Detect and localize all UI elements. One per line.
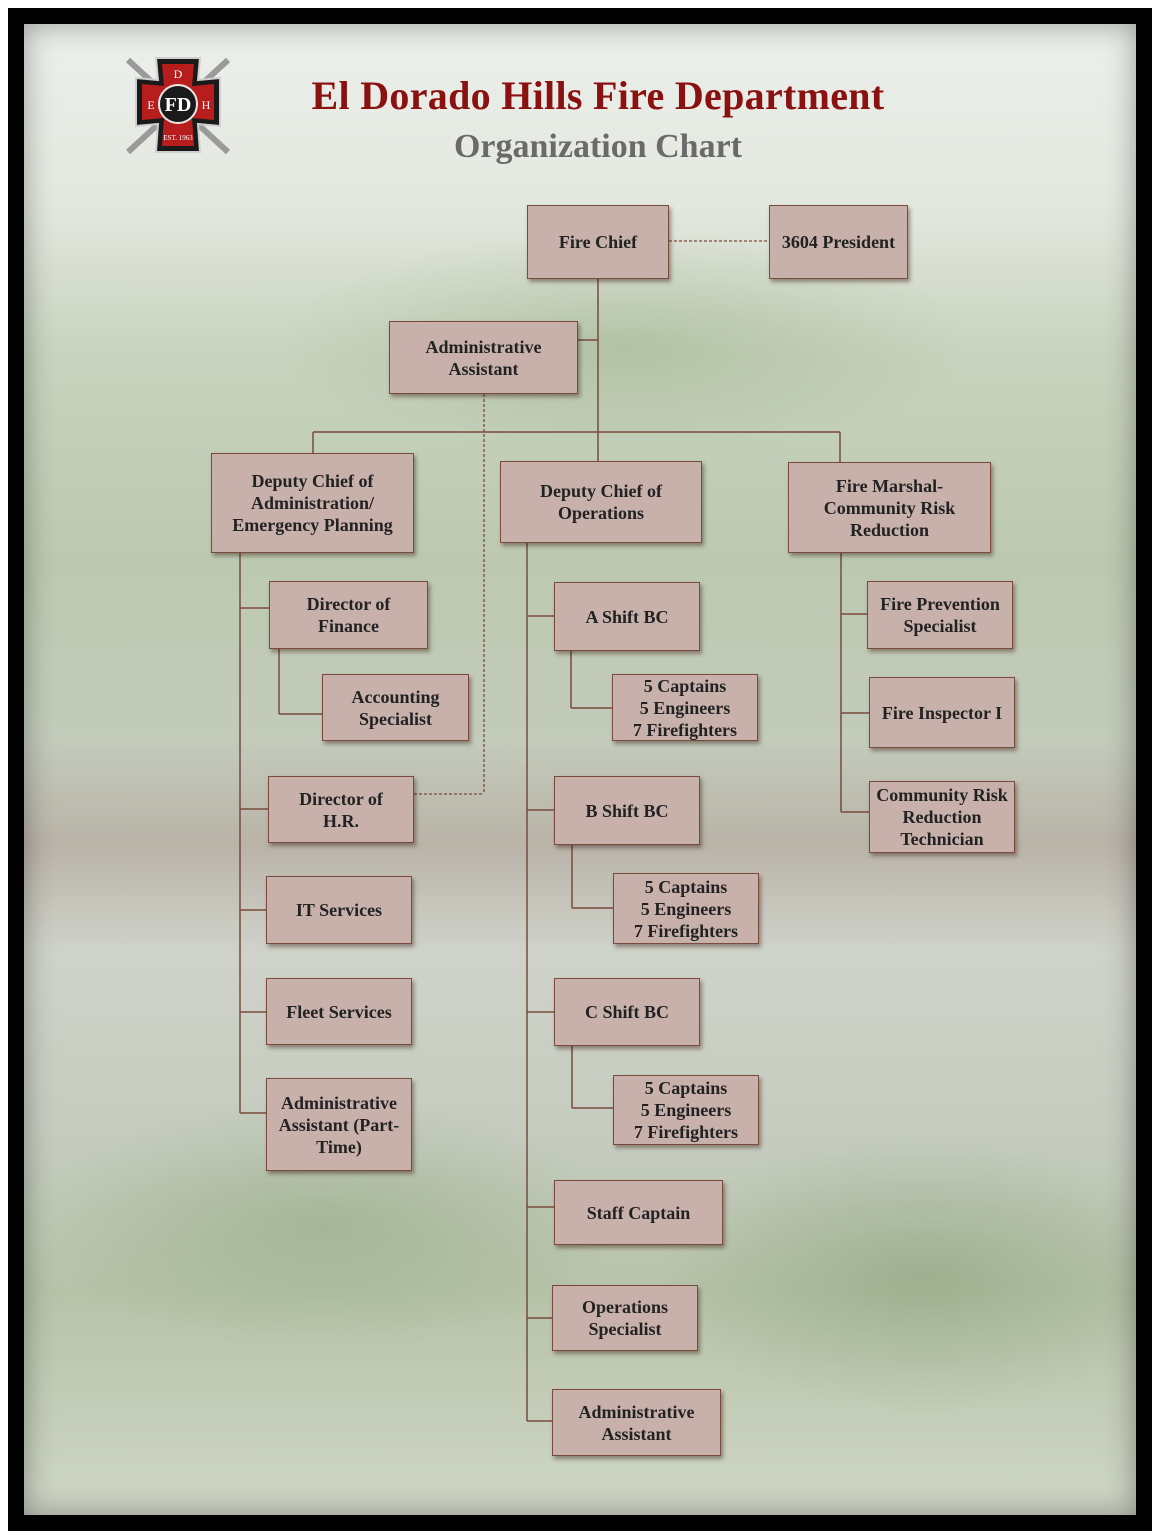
page-title: El Dorado Hills Fire Department: [311, 73, 885, 118]
node-administrative-assistant-part-time: Administrative Assistant (Part- Time): [266, 1078, 412, 1171]
node-deputy-chief-operations: Deputy Chief of Operations: [500, 461, 702, 543]
node-fire-chief: Fire Chief: [527, 205, 669, 279]
fire-department-logo: FD E H D EST. 1963: [118, 52, 238, 160]
node-deputy-chief-administration: Deputy Chief of Administration/ Emergenc…: [211, 453, 414, 553]
node-operations-administrative-assistant: Administrative Assistant: [552, 1389, 721, 1456]
node-operations-specialist: Operations Specialist: [552, 1285, 698, 1351]
node-c-shift-bc: C Shift BC: [554, 978, 700, 1046]
node-fleet-services: Fleet Services: [266, 978, 412, 1045]
logo-left-letter: E: [147, 98, 154, 112]
node-staff-captain: Staff Captain: [554, 1180, 723, 1245]
node-b-shift-crew: 5 Captains 5 Engineers 7 Firefighters: [613, 873, 759, 944]
logo-center-text: FD: [165, 94, 192, 116]
node-fire-prevention-specialist: Fire Prevention Specialist: [867, 581, 1013, 649]
node-b-shift-bc: B Shift BC: [554, 776, 700, 845]
logo-est-text: EST. 1963: [163, 134, 193, 142]
node-fire-inspector: Fire Inspector I: [869, 677, 1015, 748]
node-accounting-specialist: Accounting Specialist: [322, 674, 469, 741]
node-fire-marshal: Fire Marshal- Community Risk Reduction: [788, 462, 991, 553]
node-community-risk-reduction-technician: Community Risk Reduction Technician: [869, 781, 1015, 853]
node-3604-president: 3604 President: [769, 205, 908, 279]
node-administrative-assistant: Administrative Assistant: [389, 321, 578, 394]
node-it-services: IT Services: [266, 876, 412, 944]
logo-top-letter: D: [174, 67, 183, 81]
node-c-shift-crew: 5 Captains 5 Engineers 7 Firefighters: [613, 1075, 759, 1145]
node-director-of-hr: Director of H.R.: [268, 776, 414, 843]
logo-right-letter: H: [202, 98, 211, 112]
page-subtitle: Organization Chart: [453, 128, 743, 165]
node-a-shift-crew: 5 Captains 5 Engineers 7 Firefighters: [612, 674, 758, 741]
node-director-of-finance: Director of Finance: [269, 581, 428, 649]
node-a-shift-bc: A Shift BC: [554, 582, 700, 651]
